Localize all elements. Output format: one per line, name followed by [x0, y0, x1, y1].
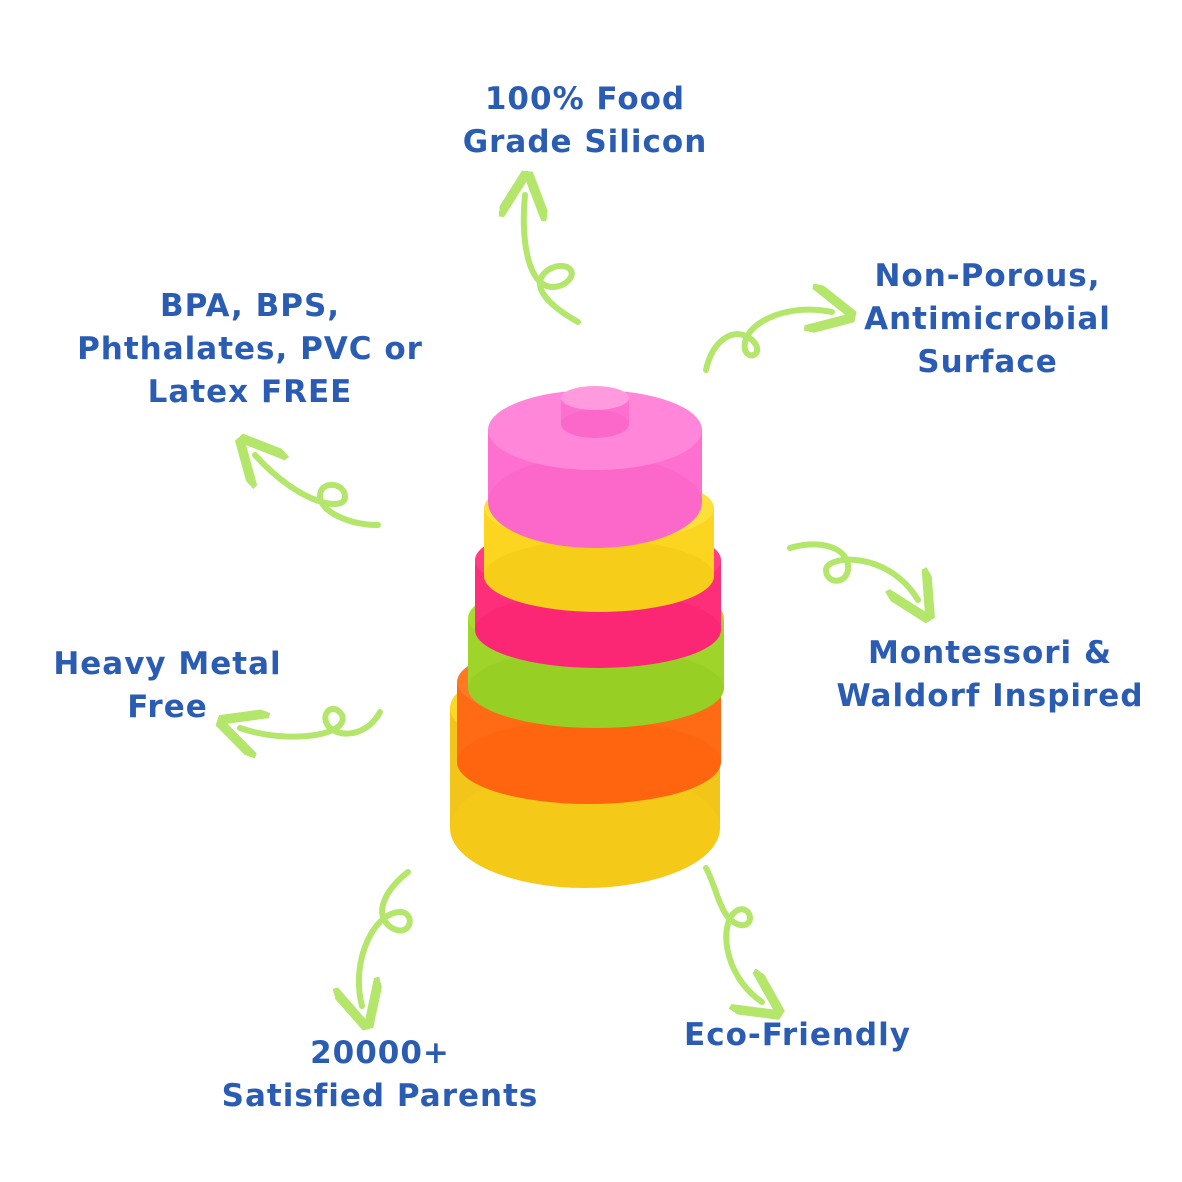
arrow-bpa — [255, 455, 381, 528]
feature-line: Eco-Friendly — [684, 1017, 911, 1053]
arrow-parents — [359, 869, 413, 1006]
feature-line: Montessori & — [867, 635, 1112, 671]
feature-line: Phthalates, PVC or — [77, 330, 423, 367]
ring-top-pink — [488, 386, 702, 548]
arrow-non-porous — [703, 310, 832, 373]
feature-line: Grade Silicon — [462, 123, 708, 160]
feature-line: 20000+ — [310, 1035, 450, 1071]
feature-eco: Eco-Friendly — [670, 1014, 925, 1057]
feature-food-grade: 100% Food Grade Silicon — [430, 78, 740, 164]
feature-line: Latex FREE — [147, 373, 353, 410]
feature-line: Heavy Metal — [53, 646, 282, 682]
feature-parents: 20000+ Satisfied Parents — [215, 1032, 545, 1118]
feature-montessori: Montessori & Waldorf Inspired — [830, 632, 1150, 718]
feature-line: BPA, BPS, — [159, 288, 341, 324]
stacking-toy — [450, 386, 724, 888]
arrow-heavy-metal — [240, 706, 383, 737]
arrow-montessori — [787, 541, 918, 600]
feature-line: Non-Porous, — [874, 258, 1101, 294]
feature-bpa-free: BPA, BPS, Phthalates, PVC or Latex FREE — [50, 285, 450, 413]
feature-non-porous: Non-Porous, Antimicrobial Surface — [850, 255, 1125, 383]
feature-line: Antimicrobial — [864, 300, 1111, 337]
arrow-eco — [703, 865, 762, 1002]
feature-heavy-metal: Heavy Metal Free — [45, 643, 290, 729]
feature-line: Surface — [917, 343, 1058, 380]
arrow-food-grade — [524, 195, 581, 325]
feature-line: Free — [127, 688, 208, 725]
feature-line: Waldorf Inspired — [836, 677, 1144, 714]
feature-line: Satisfied Parents — [221, 1077, 539, 1114]
feature-line: 100% Food — [484, 81, 686, 117]
